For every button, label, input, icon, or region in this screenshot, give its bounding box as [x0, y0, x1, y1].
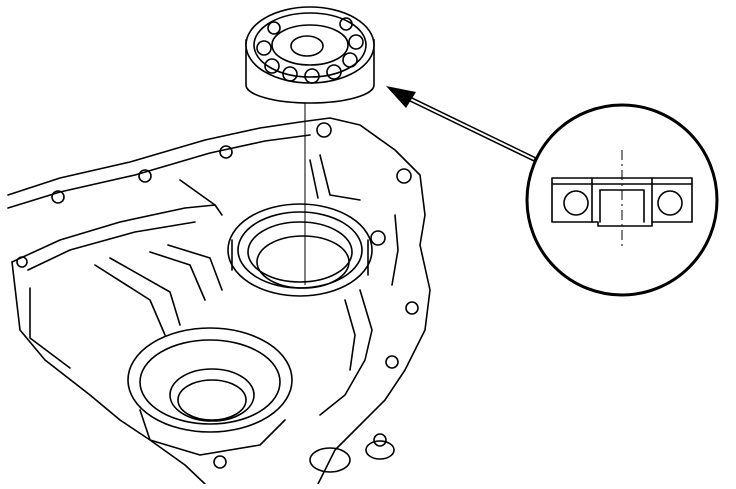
ball-bearing [245, 6, 375, 104]
transmission-case [7, 117, 431, 485]
bearing-balls [256, 17, 364, 84]
upper-bearing-bore [227, 203, 373, 297]
pointer-arrow [386, 86, 538, 163]
lower-bore [127, 327, 293, 456]
bearing-detail-callout [525, 103, 719, 297]
